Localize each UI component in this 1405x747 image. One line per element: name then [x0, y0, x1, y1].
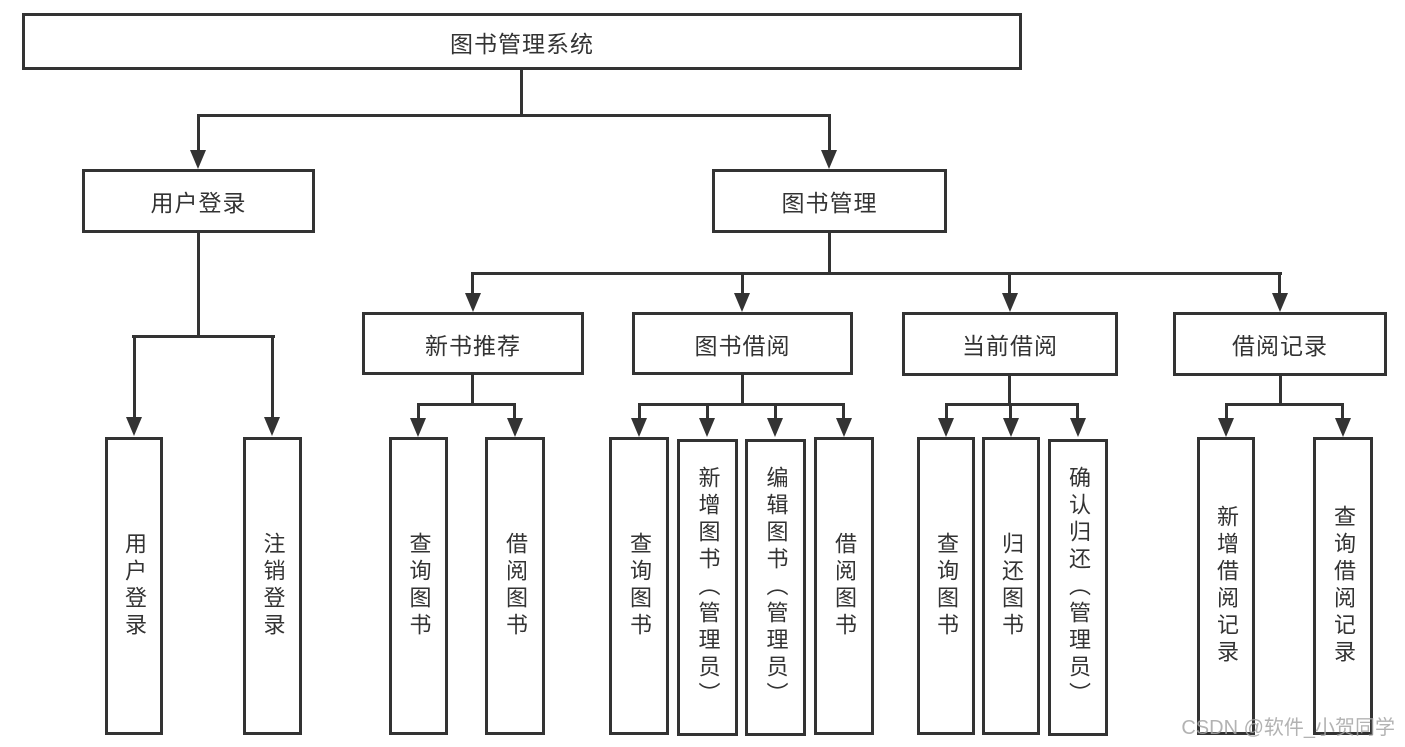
connector-leaf-shaft: [945, 403, 948, 419]
leaf-user-login: 用户登录: [105, 437, 163, 735]
arrow-down-icon: [264, 417, 280, 436]
arrow-down-icon: [836, 418, 852, 437]
arrow-down-icon: [1070, 418, 1086, 437]
node-root: 图书管理系统: [22, 13, 1022, 70]
leaf-confirm-return-label: 确认归还（管理员）: [1066, 466, 1091, 709]
node-user-login: 用户登录: [82, 169, 315, 233]
arrow-down-icon: [1003, 418, 1019, 437]
node-borrow-record: 借阅记录: [1173, 312, 1387, 376]
leaf-add-record-label: 新增借阅记录: [1214, 505, 1239, 667]
connector-l3-shaft: [1278, 272, 1281, 295]
node-user-login-label: 用户登录: [150, 190, 247, 216]
connector-root-split: [197, 114, 831, 117]
arrow-down-icon: [734, 293, 750, 312]
leaf-return-book: 归还图书: [982, 437, 1040, 735]
connector-book-borrow-split: [638, 403, 844, 406]
arrow-down-icon: [1002, 293, 1018, 312]
connector-leaf-shaft: [774, 403, 777, 419]
connector-leaf-shaft: [513, 403, 516, 419]
leaf-query-record-label: 查询借阅记录: [1331, 505, 1356, 667]
leaf-query-book-3: 查询图书: [917, 437, 975, 735]
node-book-borrow: 图书借阅: [632, 312, 853, 375]
connector-leaf-shaft: [1076, 403, 1079, 419]
arrow-down-icon: [190, 150, 206, 169]
arrow-down-icon: [1335, 418, 1351, 437]
leaf-user-login-label: 用户登录: [122, 532, 147, 640]
connector-book-borrow-drop: [741, 375, 744, 406]
connector-root-drop: [520, 70, 523, 115]
connector-new-book-split: [417, 403, 516, 406]
leaf-query-book-1: 查询图书: [389, 437, 448, 735]
node-book-mgmt: 图书管理: [712, 169, 947, 233]
connector-l3-shaft: [471, 272, 474, 295]
leaf-logout: 注销登录: [243, 437, 302, 735]
node-new-book-rec: 新书推荐: [362, 312, 584, 375]
arrow-down-icon: [699, 418, 715, 437]
connector-leaf-shaft: [1341, 403, 1344, 419]
connector-book-mgmt-split: [471, 272, 1282, 275]
leaf-borrow-book-2: 借阅图书: [814, 437, 874, 735]
node-book-mgmt-label: 图书管理: [781, 190, 878, 216]
arrow-down-icon: [465, 293, 481, 312]
node-current-borrow: 当前借阅: [902, 312, 1118, 376]
leaf-return-book-label: 归还图书: [999, 532, 1024, 640]
connector-leaf-shaft: [706, 403, 709, 419]
node-root-label: 图书管理系统: [450, 30, 594, 57]
leaf-query-book-2-label: 查询图书: [627, 532, 652, 640]
arrow-down-icon: [767, 418, 783, 437]
connector-user-login-split: [132, 335, 275, 338]
leaf-add-record: 新增借阅记录: [1197, 437, 1255, 735]
arrow-down-icon: [126, 417, 142, 436]
leaf-add-book: 新增图书（管理员）: [677, 439, 738, 736]
connector-leaf-shaft: [271, 335, 274, 418]
leaf-borrow-book-1: 借阅图书: [485, 437, 545, 735]
leaf-logout-label: 注销登录: [260, 532, 286, 640]
arrow-down-icon: [410, 418, 426, 437]
connector-new-book-drop: [471, 375, 474, 406]
leaf-query-book-1-label: 查询图书: [406, 532, 432, 640]
arrow-down-icon: [1218, 418, 1234, 437]
connector-leaf-shaft: [133, 335, 136, 418]
connector-book-mgmt-drop: [828, 233, 831, 275]
connector-user-login-shaft: [197, 114, 200, 152]
leaf-edit-book-label: 编辑图书（管理员）: [763, 466, 789, 709]
arrow-down-icon: [1272, 293, 1288, 312]
leaf-query-book-3-label: 查询图书: [934, 532, 959, 640]
leaf-query-record: 查询借阅记录: [1313, 437, 1373, 735]
leaf-add-book-label: 新增图书（管理员）: [695, 466, 721, 709]
leaf-borrow-book-2-label: 借阅图书: [832, 532, 857, 640]
connector-borrow-record-drop: [1279, 375, 1282, 406]
connector-user-login-drop: [197, 233, 200, 338]
node-current-borrow-label: 当前借阅: [962, 333, 1058, 359]
connector-leaf-shaft: [1009, 403, 1012, 419]
connector-current-borrow-split: [945, 403, 1079, 406]
node-borrow-record-label: 借阅记录: [1232, 333, 1328, 359]
arrow-down-icon: [938, 418, 954, 437]
leaf-borrow-book-1-label: 借阅图书: [503, 532, 528, 640]
connector-book-mgmt-shaft: [828, 114, 831, 152]
arrow-down-icon: [821, 150, 837, 169]
connector-leaf-shaft: [1225, 403, 1228, 419]
connector-leaf-shaft: [842, 403, 845, 419]
connector-l3-shaft: [741, 272, 744, 295]
arrow-down-icon: [507, 418, 523, 437]
connector-borrow-record-split: [1225, 403, 1344, 406]
arrow-down-icon: [631, 418, 647, 437]
connector-leaf-shaft: [417, 403, 420, 419]
leaf-edit-book: 编辑图书（管理员）: [745, 439, 806, 736]
connector-l3-shaft: [1008, 272, 1011, 295]
connector-leaf-shaft: [638, 403, 641, 419]
leaf-confirm-return: 确认归还（管理员）: [1048, 439, 1108, 736]
connector-current-borrow-drop: [1008, 375, 1011, 406]
leaf-query-book-2: 查询图书: [609, 437, 669, 735]
node-new-book-rec-label: 新书推荐: [425, 332, 521, 359]
node-book-borrow-label: 图书借阅: [694, 332, 791, 359]
